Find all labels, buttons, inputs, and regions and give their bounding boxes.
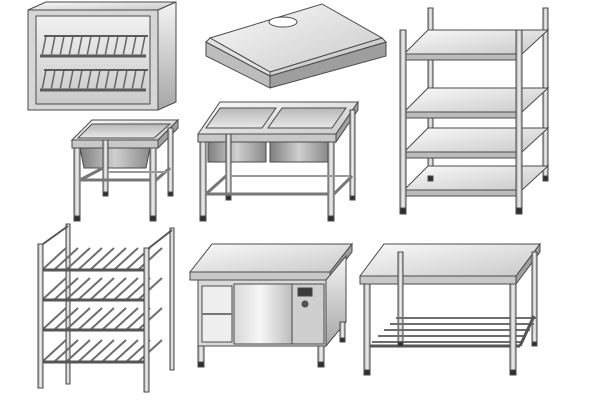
right-bowl-basin — [269, 141, 329, 163]
upper-rack-wires — [41, 35, 146, 57]
wall-cabinet-with-dish-racks — [27, 1, 177, 111]
heated-cabinet-table — [188, 242, 354, 368]
slatted-dish-rack — [37, 223, 175, 393]
rack-slats — [41, 247, 163, 363]
four-tier-shelving-unit — [399, 7, 550, 215]
exhaust-hood — [205, 3, 387, 89]
single-bowl-sink-table — [70, 118, 180, 222]
lower-rack-wires — [41, 69, 146, 91]
cabinet-door — [233, 283, 293, 345]
exhaust-vent-opening — [268, 16, 298, 28]
control-display — [297, 287, 313, 297]
control-knob-icon — [301, 300, 309, 308]
left-bowl-basin — [207, 141, 267, 163]
double-bowl-sink-table — [197, 100, 359, 222]
work-table-with-undershelf — [359, 242, 541, 376]
